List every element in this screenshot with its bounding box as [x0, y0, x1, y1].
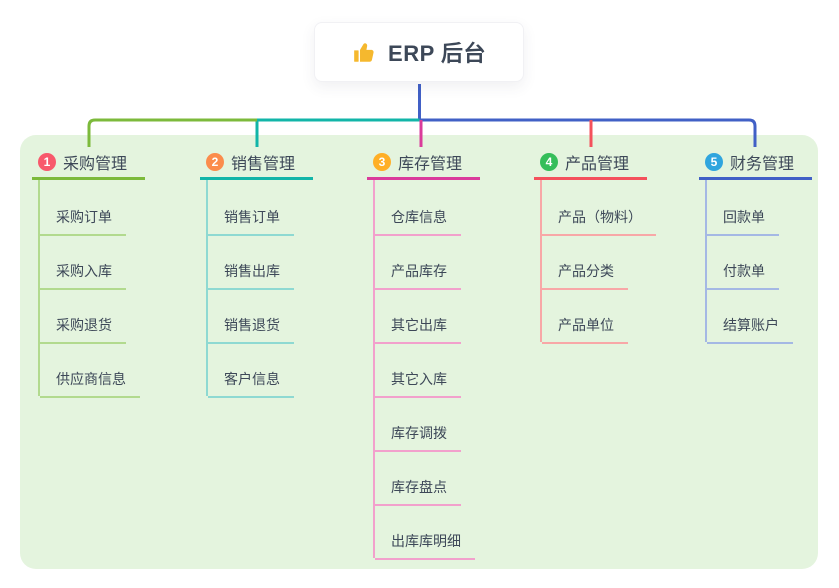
root-node[interactable]: ERP 后台	[314, 22, 524, 82]
child-node[interactable]: 其它入库	[375, 342, 529, 398]
branch-badge: 3	[373, 153, 391, 171]
thumbs-up-icon	[352, 39, 378, 65]
branches-panel	[20, 135, 818, 569]
branch-children: 回款单 付款单 结算账户	[705, 180, 839, 344]
branch-node-kucun[interactable]: 3 库存管理	[367, 148, 480, 180]
child-node[interactable]: 产品分类	[542, 234, 696, 290]
child-node[interactable]: 产品（物料）	[542, 180, 696, 236]
branch-node-caiwu[interactable]: 5 财务管理	[699, 148, 812, 180]
child-node[interactable]: 采购入库	[40, 234, 194, 290]
branch-label: 产品管理	[565, 156, 630, 173]
branch-node-caigou[interactable]: 1 采购管理	[32, 148, 145, 180]
branch-column-chanpin: 4 产品管理 产品（物料） 产品分类 产品单位	[534, 148, 696, 344]
child-node[interactable]: 结算账户	[707, 288, 839, 344]
branch-children: 采购订单 采购入库 采购退货 供应商信息	[38, 180, 194, 398]
branch-label: 库存管理	[398, 156, 463, 173]
child-node[interactable]: 其它出库	[375, 288, 529, 344]
child-node[interactable]: 库存调拨	[375, 396, 529, 452]
child-node[interactable]: 仓库信息	[375, 180, 529, 236]
branch-label: 销售管理	[231, 156, 296, 173]
child-node[interactable]: 销售退货	[208, 288, 362, 344]
branch-label: 财务管理	[730, 156, 795, 173]
child-node[interactable]: 产品库存	[375, 234, 529, 290]
branch-badge: 5	[705, 153, 723, 171]
child-node[interactable]: 采购退货	[40, 288, 194, 344]
root-title: ERP 后台	[388, 41, 486, 66]
child-node[interactable]: 产品单位	[542, 288, 696, 344]
child-node[interactable]: 库存盘点	[375, 450, 529, 506]
branch-children: 销售订单 销售出库 销售退货 客户信息	[206, 180, 362, 398]
branch-badge: 2	[206, 153, 224, 171]
branch-node-xiaoshou[interactable]: 2 销售管理	[200, 148, 313, 180]
branch-column-kucun: 3 库存管理 仓库信息 产品库存 其它出库 其它入库 库存调拨 库存盘点	[367, 148, 529, 560]
branch-label: 采购管理	[63, 156, 128, 173]
branch-badge: 1	[38, 153, 56, 171]
child-node[interactable]: 回款单	[707, 180, 839, 236]
branch-column-xiaoshou: 2 销售管理 销售订单 销售出库 销售退货 客户信息	[200, 148, 362, 398]
child-node[interactable]: 客户信息	[208, 342, 362, 398]
branch-badge: 4	[540, 153, 558, 171]
child-node[interactable]: 供应商信息	[40, 342, 194, 398]
child-node[interactable]: 付款单	[707, 234, 839, 290]
child-node[interactable]: 销售出库	[208, 234, 362, 290]
branch-node-chanpin[interactable]: 4 产品管理	[534, 148, 647, 180]
branch-column-caigou: 1 采购管理 采购订单 采购入库 采购退货 供应商信息	[32, 148, 194, 398]
branch-children: 产品（物料） 产品分类 产品单位	[540, 180, 696, 344]
child-node[interactable]: 采购订单	[40, 180, 194, 236]
child-node[interactable]: 出库库明细	[375, 504, 529, 560]
child-node[interactable]: 销售订单	[208, 180, 362, 236]
branch-children: 仓库信息 产品库存 其它出库 其它入库 库存调拨 库存盘点 出库库明细	[373, 180, 529, 560]
branch-column-caiwu: 5 财务管理 回款单 付款单 结算账户	[699, 148, 839, 344]
